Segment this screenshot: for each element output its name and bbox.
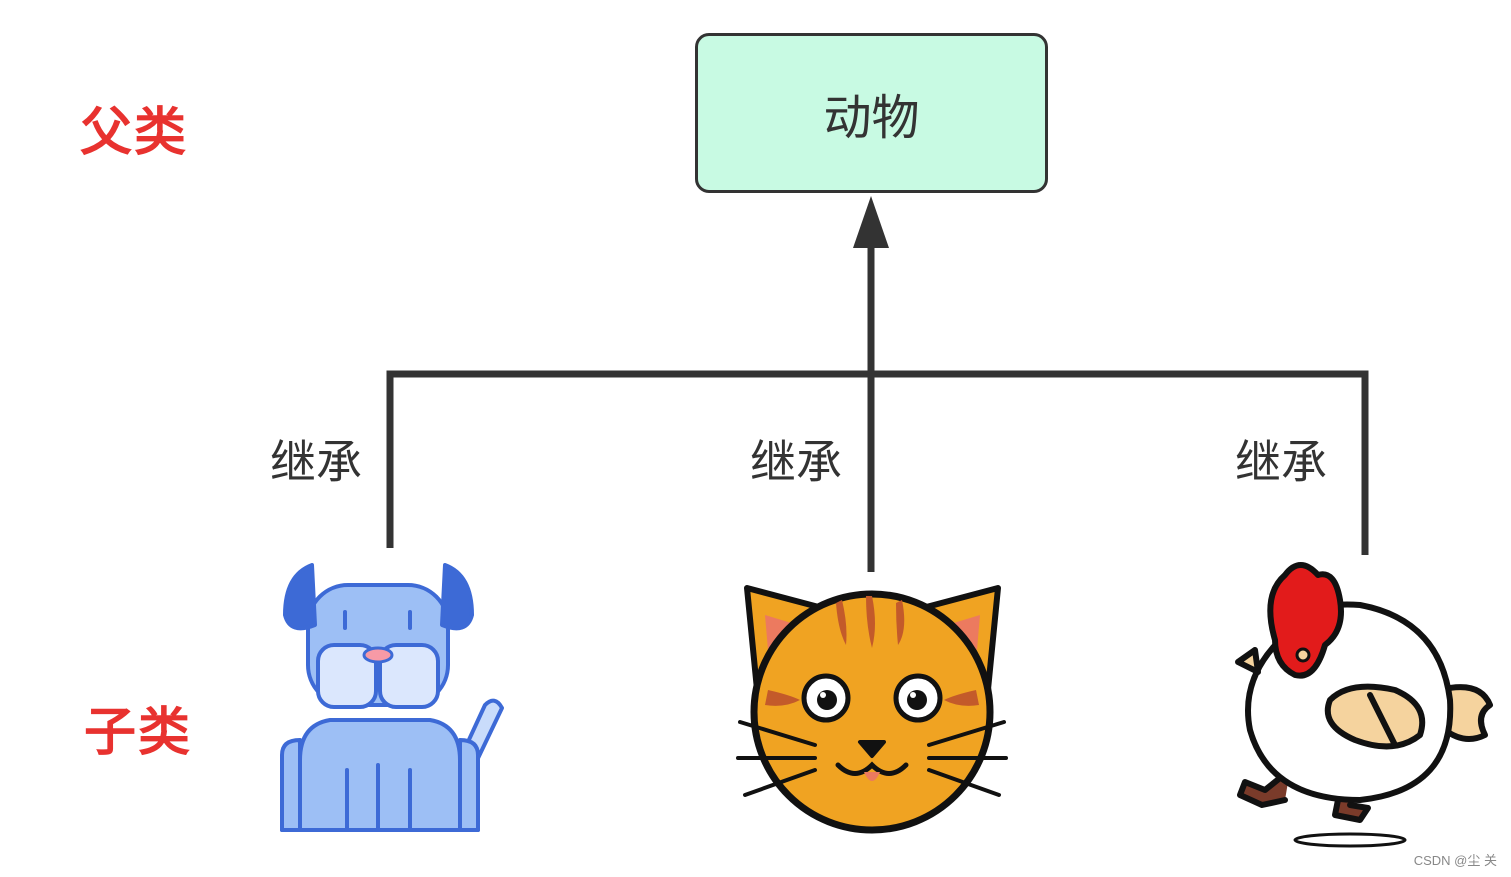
inherit-label-dog: 继承: [270, 435, 362, 489]
inheritance-connectors: [386, 240, 1369, 572]
inherit-label-chicken: 继承: [1235, 435, 1327, 489]
animal-node-label: 动物: [823, 90, 920, 146]
branch-line: [386, 370, 1369, 555]
parent-class-label: 父类: [80, 103, 189, 163]
dog-icon: [280, 563, 504, 832]
child-class-label: 子类: [84, 703, 193, 763]
arrow-head: [853, 196, 889, 248]
cat-icon: [736, 585, 1008, 834]
animal-parent-node: 动物: [695, 33, 1048, 193]
inherit-label-cat: 继承: [750, 435, 842, 489]
chicken-icon: [1235, 562, 1493, 848]
watermark-text: CSDN @尘 关: [1413, 853, 1497, 868]
